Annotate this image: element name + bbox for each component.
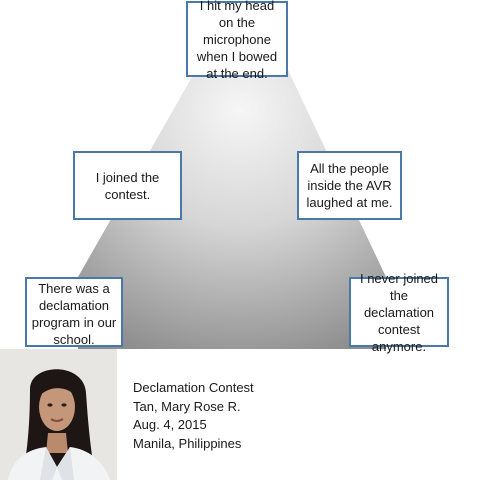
story-info: Declamation Contest Tan, Mary Rose R. Au… [133, 379, 254, 453]
exposition-text: There was a declamation program in our s… [31, 281, 117, 347]
author-photo [0, 349, 117, 480]
falling-action-box: All the people inside the AVR laughed at… [297, 151, 402, 220]
falling-action-text: All the people inside the AVR laughed at… [306, 161, 393, 210]
resolution-text: I never joined the declamation contest a… [359, 270, 439, 354]
story-location: Manila, Philippines [133, 435, 242, 451]
rising-action-box: I joined the contest. [73, 151, 182, 220]
climax-text: I hit my head on the microphone when I b… [196, 0, 278, 81]
resolution-box: I never joined the declamation contest a… [349, 271, 449, 354]
story-date: Aug. 4, 2015 [133, 417, 207, 432]
story-title: Declamation Contest [133, 380, 254, 395]
climax-box: I hit my head on the microphone when I b… [186, 0, 288, 81]
rising-action-text: I joined the contest. [95, 169, 160, 202]
author-name: Tan, Mary Rose R. [133, 398, 241, 414]
exposition-box: There was a declamation program in our s… [25, 277, 123, 347]
author-portrait-image [0, 349, 117, 480]
